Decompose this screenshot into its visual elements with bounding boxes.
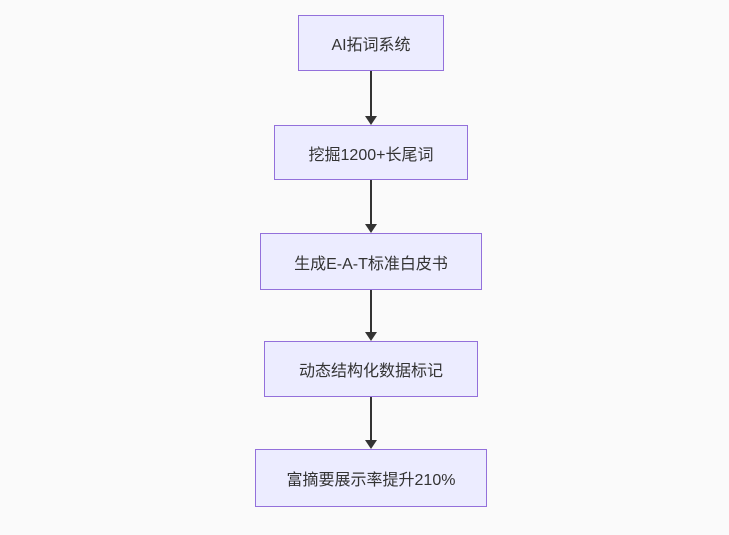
flow-node-label: AI拓词系统	[331, 37, 411, 54]
arrow-shaft	[370, 71, 372, 116]
flow-node-label: 动态结构化数据标记	[298, 363, 443, 380]
flow-node-step-3: 生成E-A-T标准白皮书	[260, 233, 482, 290]
flow-node-label: 挖掘1200+长尾词	[308, 146, 434, 164]
arrow-shaft	[370, 290, 372, 332]
arrow-shaft	[370, 397, 372, 440]
flow-node-label: 生成E-A-T标准白皮书	[294, 255, 448, 273]
arrow-head-down-icon	[365, 224, 377, 233]
arrow-shaft	[370, 180, 372, 224]
arrow-head-down-icon	[365, 116, 377, 125]
arrow-head-down-icon	[365, 440, 377, 449]
flow-node-step-2: 挖掘1200+长尾词	[274, 125, 468, 180]
edge-arrow-1-2	[365, 71, 377, 125]
arrow-head-down-icon	[365, 332, 377, 341]
flow-node-step-4: 动态结构化数据标记	[264, 341, 478, 397]
flow-node-label: 富摘要展示率提升210%	[286, 472, 456, 489]
flow-node-step-1: AI拓词系统	[298, 15, 444, 71]
edge-arrow-3-4	[365, 290, 377, 341]
edge-arrow-4-5	[365, 397, 377, 449]
edge-arrow-2-3	[365, 180, 377, 233]
flow-node-step-5: 富摘要展示率提升210%	[255, 449, 487, 507]
